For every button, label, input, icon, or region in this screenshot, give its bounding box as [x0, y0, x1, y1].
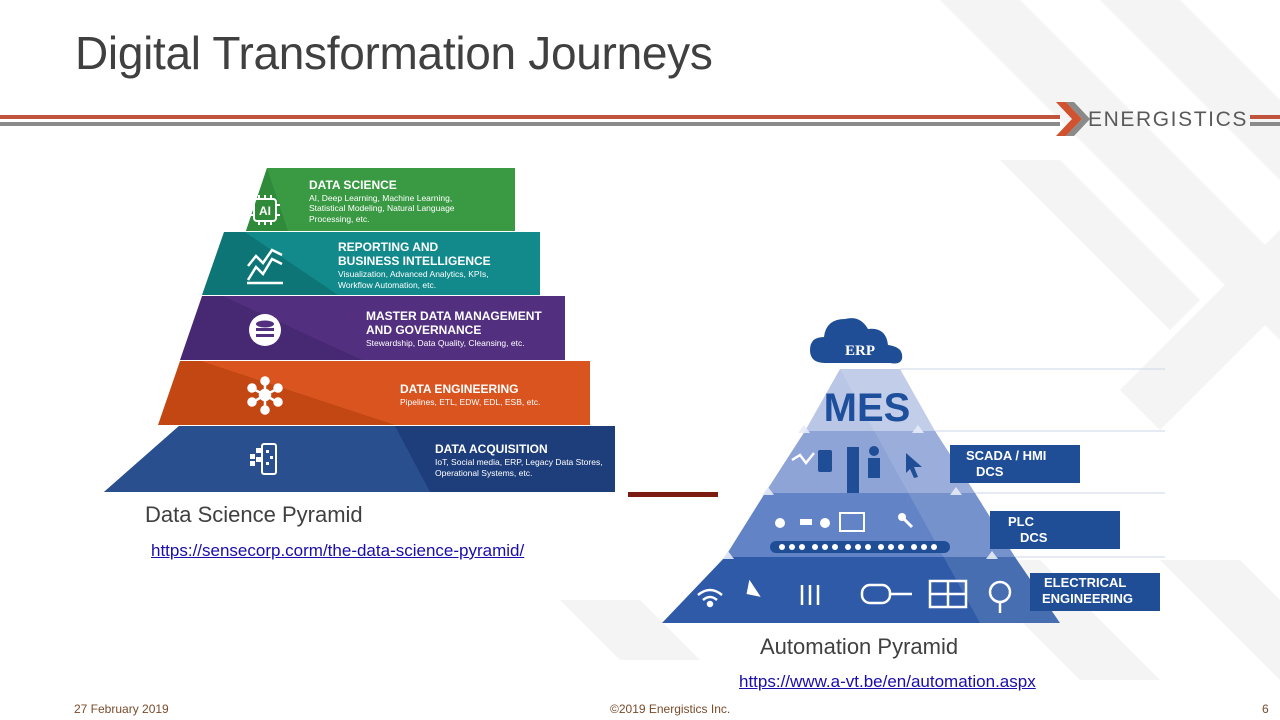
- level-desc-4a: Pipelines, ETL, EDW, EDL, ESB, etc.: [400, 397, 540, 407]
- banner-plc-line2: DCS: [1020, 530, 1048, 545]
- erp-label: ERP: [845, 343, 875, 359]
- database-gear-icon: [249, 314, 281, 346]
- erp-cloud-icon: ERP: [810, 318, 903, 364]
- divider-bar: [628, 492, 718, 497]
- page-number: 6: [1262, 702, 1269, 716]
- slide-title: Digital Transformation Journeys: [75, 27, 713, 79]
- level-desc-5b: Operational Systems, etc.: [435, 468, 532, 478]
- level-title-4a: DATA ENGINEERING: [400, 382, 518, 396]
- plc-icons: [770, 512, 950, 553]
- svg-text:AI: AI: [259, 204, 271, 218]
- field-device-icons: [697, 579, 1012, 613]
- level-title-3a: MASTER DATA MANAGEMENT: [366, 309, 542, 323]
- level-data-acquisition: DATA ACQUISITION IoT, Social media, ERP,…: [104, 426, 615, 492]
- level-desc-1b: Statistical Modeling, Natural Language: [309, 203, 455, 213]
- level-title-2b: BUSINESS INTELLIGENCE: [338, 254, 491, 268]
- banner-scada: SCADA / HMI DCS: [950, 445, 1080, 483]
- mes-label: MES: [824, 386, 911, 430]
- energistics-logo: [1056, 102, 1090, 136]
- level-desc-2b: Workflow Automation, etc.: [338, 280, 436, 290]
- data-science-pyramid-caption: Data Science Pyramid: [145, 502, 363, 527]
- banner-electrical-line2: ENGINEERING: [1042, 591, 1133, 606]
- level-desc-2a: Visualization, Advanced Analytics, KPIs,: [338, 269, 489, 279]
- level-data-engineering: DATA ENGINEERING Pipelines, ETL, EDW, ED…: [158, 361, 590, 425]
- banner-scada-line2: DCS: [976, 464, 1004, 479]
- level-mes: [805, 369, 935, 431]
- level-master-data: MASTER DATA MANAGEMENT AND GOVERNANCE St…: [180, 296, 565, 360]
- header-rule: [0, 115, 1280, 126]
- banner-scada-line1: SCADA / HMI: [966, 448, 1046, 463]
- level-title-3b: AND GOVERNANCE: [366, 323, 481, 337]
- logo-text: ENERGISTICS: [1088, 108, 1248, 131]
- level-reporting-bi: REPORTING AND BUSINESS INTELLIGENCE Visu…: [202, 232, 540, 295]
- automation-pyramid-caption: Automation Pyramid: [760, 634, 959, 659]
- data-science-pyramid: DATA SCIENCE AI, Deep Learning, Machine …: [104, 168, 615, 492]
- banner-electrical: ELECTRICAL ENGINEERING: [1030, 573, 1160, 611]
- hmi-icons: [791, 446, 922, 493]
- ai-chip-icon: AI: [250, 195, 280, 225]
- level-data-science: DATA SCIENCE AI, Deep Learning, Machine …: [246, 168, 515, 231]
- analytics-chart-icon: [246, 248, 283, 285]
- level-desc-1a: AI, Deep Learning, Machine Learning,: [309, 193, 452, 203]
- footer-date: 27 February 2019: [74, 702, 169, 716]
- banner-plc: PLC DCS: [990, 511, 1120, 549]
- data-science-pyramid-link[interactable]: https://sensecorp.corm/the-data-science-…: [151, 541, 525, 560]
- level-desc-5a: IoT, Social media, ERP, Legacy Data Stor…: [435, 457, 603, 467]
- level-desc-1c: Processing, etc.: [309, 214, 369, 224]
- level-title-2a: REPORTING AND: [338, 240, 439, 254]
- level-title-1a: DATA SCIENCE: [309, 178, 397, 192]
- level-title-5a: DATA ACQUISITION: [435, 442, 548, 456]
- network-hub-icon: [247, 376, 283, 415]
- banner-electrical-line1: ELECTRICAL: [1044, 575, 1126, 590]
- mobile-data-icon: [250, 443, 277, 475]
- banner-plc-line1: PLC: [1008, 514, 1035, 529]
- automation-pyramid-link[interactable]: https://www.a-vt.be/en/automation.aspx: [739, 672, 1036, 691]
- level-desc-3a: Stewardship, Data Quality, Cleansing, et…: [366, 338, 525, 348]
- footer-copyright: ©2019 Energistics Inc.: [610, 702, 731, 716]
- automation-pyramid: ERP MES SCADA / HMI DCS PLC DCS ELECTRIC…: [662, 318, 1165, 623]
